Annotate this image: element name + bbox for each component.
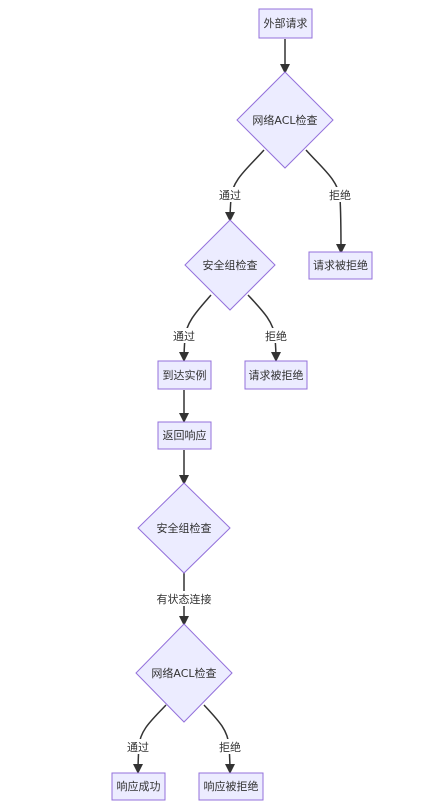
node-label-sg-check-2: 安全组检查 — [157, 521, 212, 535]
node-request-rejected-1: 请求被拒绝 — [308, 251, 373, 280]
edge-sg1-to-instance — [179, 294, 212, 362]
node-label-external-request: 外部请求 — [264, 16, 308, 30]
node-reach-instance: 到达实例 — [157, 360, 212, 390]
node-acl-check-2: 网络ACL检查 — [135, 623, 233, 723]
edge-sg1-to-rejected2 — [247, 294, 281, 362]
edge-acl2-to-success — [133, 704, 167, 774]
edge-labels: 通过 拒绝 通过 拒绝 有状态连接 通过 拒绝 — [126, 187, 352, 754]
node-sg-check-1: 安全组检查 — [184, 219, 276, 311]
node-label-reach-instance: 到达实例 — [163, 368, 207, 382]
edge-label-acl2-pass: 通过 — [127, 741, 149, 754]
node-label-response-rejected: 响应被拒绝 — [204, 779, 259, 793]
node-label-return-response: 返回响应 — [163, 428, 207, 442]
node-return-response: 返回响应 — [157, 421, 212, 450]
node-request-rejected-2: 请求被拒绝 — [244, 360, 308, 390]
edge-label-acl1-pass: 通过 — [219, 189, 241, 202]
node-acl-check-1: 网络ACL检查 — [236, 71, 334, 169]
edge-acl1-to-sg1 — [225, 149, 265, 222]
edge-label-sg1-reject: 拒绝 — [265, 329, 287, 343]
edge-label-acl1-reject: 拒绝 — [329, 188, 351, 202]
edge-acl2-to-rejected — [203, 704, 235, 774]
node-label-request-rejected-1: 请求被拒绝 — [313, 258, 368, 272]
node-label-request-rejected-2: 请求被拒绝 — [249, 368, 304, 382]
node-label-sg-check-1: 安全组检查 — [203, 258, 258, 272]
node-label-acl-check-1: 网络ACL检查 — [252, 113, 317, 127]
node-external-request: 外部请求 — [258, 8, 313, 39]
node-sg-check-2: 安全组检查 — [137, 482, 231, 574]
node-label-acl-check-2: 网络ACL检查 — [151, 666, 216, 680]
edge-label-sg2-stateful: 有状态连接 — [157, 592, 212, 606]
edge-label-acl2-reject: 拒绝 — [219, 740, 241, 754]
node-label-response-success: 响应成功 — [117, 779, 161, 793]
edge-label-sg1-pass: 通过 — [173, 330, 195, 343]
node-response-success: 响应成功 — [111, 772, 166, 801]
node-response-rejected: 响应被拒绝 — [198, 772, 264, 801]
